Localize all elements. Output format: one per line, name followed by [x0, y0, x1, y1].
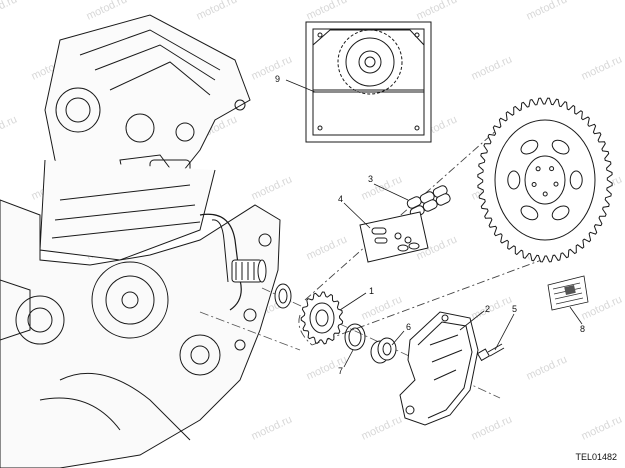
engine-block-illustration — [0, 14, 281, 468]
watermark-text: motod.ru — [250, 413, 294, 442]
watermark-text: motod.ru — [470, 293, 514, 322]
watermark-text: motod.ru — [525, 353, 569, 382]
callout-8: 8 — [580, 324, 585, 334]
watermark-text: motod.ru — [360, 413, 404, 442]
watermark-text: motod.ru — [195, 0, 239, 23]
callout-2: 2 — [485, 304, 490, 314]
watermark-text: motod.ru — [360, 173, 404, 202]
callout-1: 1 — [369, 286, 374, 296]
callout-6: 6 — [406, 322, 411, 332]
part-1-front-sprocket — [300, 291, 344, 345]
part-4-master-link-kit — [359, 211, 429, 263]
spacer-ring — [274, 283, 292, 309]
watermark-text: motod.ru — [250, 53, 294, 82]
callout-5: 5 — [512, 304, 517, 314]
watermark-text: motod.ru — [580, 53, 624, 82]
rear-sprocket — [477, 97, 613, 263]
part-2-sprocket-cover — [399, 311, 479, 426]
callout-7: 7 — [338, 366, 343, 376]
callout-9: 9 — [275, 74, 280, 84]
watermark-text: motod.ru — [250, 173, 294, 202]
callout-3: 3 — [368, 174, 373, 184]
watermark-text: motod.ru — [305, 233, 349, 262]
callout-4: 4 — [338, 194, 343, 204]
drawing-reference-code: TEL01482 — [575, 452, 617, 462]
part-7-circlip — [344, 323, 366, 351]
watermark-text: motod.ru — [0, 113, 19, 142]
callout-labels: 1 2 3 4 5 6 7 8 9 — [275, 74, 585, 376]
watermark-text: motod.ru — [525, 0, 569, 23]
watermark-text: motod.ru — [580, 413, 624, 442]
watermark-text: motod.ru — [470, 413, 514, 442]
watermark-text: motod.ru — [85, 0, 129, 23]
part-8-decal-label — [547, 275, 589, 311]
watermark-text: motod.ru — [470, 53, 514, 82]
part-9-cover-panel — [305, 21, 432, 143]
callout-leader-lines — [285, 79, 583, 368]
watermark-text: motod.ru — [360, 293, 404, 322]
watermark-text: motod.ru — [305, 0, 349, 23]
part-5-screw — [476, 343, 505, 362]
watermark-text: motod.ru — [415, 0, 459, 23]
part-6-bushing — [370, 337, 397, 364]
watermark-text: motod.ru — [0, 0, 19, 23]
